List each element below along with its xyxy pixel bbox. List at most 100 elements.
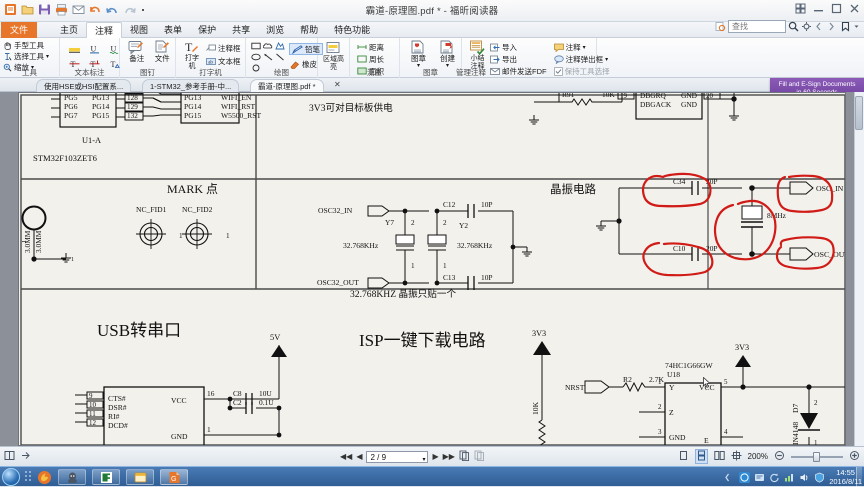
undo-orange-icon[interactable] [88, 2, 103, 17]
undo-icon[interactable] [105, 2, 120, 17]
next-icon[interactable] [827, 21, 838, 32]
document-tab-1[interactable]: 使用HSE或HSI配置系... [36, 79, 132, 92]
quick-access-toolbar[interactable] [3, 2, 147, 17]
menu-item-home[interactable]: 主页 [60, 25, 79, 35]
close-icon[interactable] [849, 3, 860, 14]
callout-button[interactable]: 注释框 [206, 43, 241, 53]
chevron-down-icon[interactable]: ▾ [46, 53, 50, 60]
hand-tool-button[interactable]: 手型工具 [3, 40, 44, 50]
fit-width-icon[interactable] [474, 450, 485, 463]
line-button[interactable] [275, 53, 285, 61]
keep-tool-checkbox[interactable]: 保持工具选择 [553, 66, 610, 76]
prev-icon[interactable] [814, 21, 825, 32]
scrollbar-thumb[interactable] [855, 96, 863, 130]
chevron-down-icon[interactable]: ▾ [605, 56, 609, 63]
search-icon[interactable] [788, 21, 799, 32]
document-tab-2[interactable]: 1-STM32_参考手册-中... [142, 79, 240, 92]
replace-button[interactable]: T [87, 58, 101, 70]
last-page-icon[interactable]: ▶▶ [442, 452, 455, 461]
show-desktop-button[interactable] [856, 467, 862, 487]
chevron-down-icon[interactable]: ▾ [582, 44, 586, 51]
zoom-in-icon[interactable] [849, 450, 860, 463]
mail-fdf-button[interactable]: 邮件发送FDF [490, 66, 547, 76]
menu-item-browse[interactable]: 浏览 [266, 25, 285, 35]
taskbar-clock[interactable]: 14:55 2016/8/11 [829, 468, 862, 486]
prev-page-icon[interactable]: ◀ [356, 452, 363, 461]
comment-button[interactable]: 注释 ▾ [553, 42, 610, 52]
export-button[interactable]: 导出 [490, 54, 547, 64]
search-area[interactable]: 查找 [715, 20, 860, 33]
rectangle-button[interactable] [251, 42, 261, 50]
underline-button[interactable]: U [87, 43, 101, 55]
insert-button[interactable]: T [107, 58, 121, 70]
polygon-button[interactable] [275, 41, 285, 50]
split-icon[interactable] [731, 450, 742, 463]
fit-page-icon[interactable] [459, 450, 470, 463]
update-icon[interactable] [769, 472, 780, 483]
email-icon[interactable] [71, 2, 86, 17]
tab-close-icon[interactable]: ✕ [334, 80, 341, 89]
zoom-slider-knob[interactable] [813, 451, 820, 462]
redo-icon[interactable] [122, 2, 137, 17]
eraser-button[interactable]: 橡皮 [289, 59, 323, 69]
distance-button[interactable]: 距离 [357, 42, 384, 52]
save-icon[interactable] [37, 2, 52, 17]
volume-icon[interactable] [799, 472, 810, 483]
strikeout-button[interactable]: T [67, 58, 81, 70]
chevron-down-icon[interactable]: ▾ [31, 64, 35, 71]
menu-item-file[interactable]: 文件 [1, 22, 38, 38]
print-icon[interactable] [54, 2, 69, 17]
chevron-down-icon[interactable]: ▾ [445, 62, 449, 69]
window-controls[interactable] [795, 3, 860, 14]
read-mode-icon[interactable] [4, 450, 15, 463]
note-button[interactable]: 备注 [127, 40, 147, 64]
menu-item-comment[interactable]: 注释 [86, 22, 123, 38]
ime-icon[interactable] [754, 472, 765, 483]
perimeter-button[interactable]: 周长 [357, 54, 384, 64]
vertical-scrollbar[interactable] [854, 92, 864, 446]
menu-item-share[interactable]: 共享 [232, 25, 251, 35]
tray-expand-icon[interactable] [724, 472, 735, 483]
squiggly-button[interactable]: U [107, 43, 121, 55]
select-tool-button[interactable]: 选择工具 ▾ [3, 51, 49, 61]
menu-item-help[interactable]: 帮助 [300, 25, 319, 35]
circle-button[interactable] [251, 64, 261, 72]
area-button[interactable]: 面积 [357, 66, 384, 76]
open-icon[interactable] [20, 2, 35, 17]
minimize-icon[interactable] [813, 3, 824, 14]
reverse-view-icon[interactable] [20, 450, 31, 463]
highlight-button[interactable] [67, 43, 81, 55]
search-input[interactable]: 查找 [728, 20, 786, 33]
zoom-out-icon[interactable] [774, 450, 785, 463]
menu-item-form[interactable]: 表单 [164, 25, 183, 35]
taskbar-item-firefox[interactable] [35, 469, 53, 485]
area-highlight-button[interactable]: 区域高亮 [321, 41, 346, 71]
quick-launch-handle[interactable] [24, 470, 32, 484]
taskbar-item-reader[interactable]: G [160, 469, 188, 485]
file-icon[interactable] [3, 2, 18, 17]
facing-icon[interactable] [713, 450, 725, 463]
taskbar-item-folder[interactable] [126, 469, 154, 485]
arrow-button[interactable] [263, 53, 273, 61]
summarize-button[interactable]: 小结注释 [469, 40, 486, 70]
popup-button[interactable]: 注释弹出框 ▾ [553, 54, 610, 64]
windows-start-icon[interactable] [2, 468, 20, 486]
ellipse-button[interactable] [251, 53, 261, 61]
status-right-controls[interactable]: 200% [678, 449, 860, 464]
continuous-icon[interactable] [694, 449, 708, 464]
network-icon[interactable] [784, 472, 795, 483]
single-page-icon[interactable] [678, 450, 689, 463]
file-attach-button[interactable]: 文件 [153, 40, 173, 64]
restore-ribbon-icon[interactable] [795, 3, 806, 14]
first-page-icon[interactable]: ◀◀ [340, 452, 353, 461]
zoom-slider[interactable] [791, 451, 843, 462]
page-number-input[interactable]: 2 / 9 ▾ [366, 450, 429, 463]
system-tray[interactable]: 14:55 2016/8/11 [724, 467, 862, 487]
more-icon[interactable] [139, 2, 147, 17]
taskbar-item-keil[interactable] [92, 469, 120, 485]
chevron-down-icon[interactable]: ▾ [416, 62, 420, 69]
maximize-icon[interactable] [831, 3, 842, 14]
next-page-icon[interactable]: ▶ [432, 452, 439, 461]
menu-item-features[interactable]: 特色功能 [334, 25, 371, 35]
